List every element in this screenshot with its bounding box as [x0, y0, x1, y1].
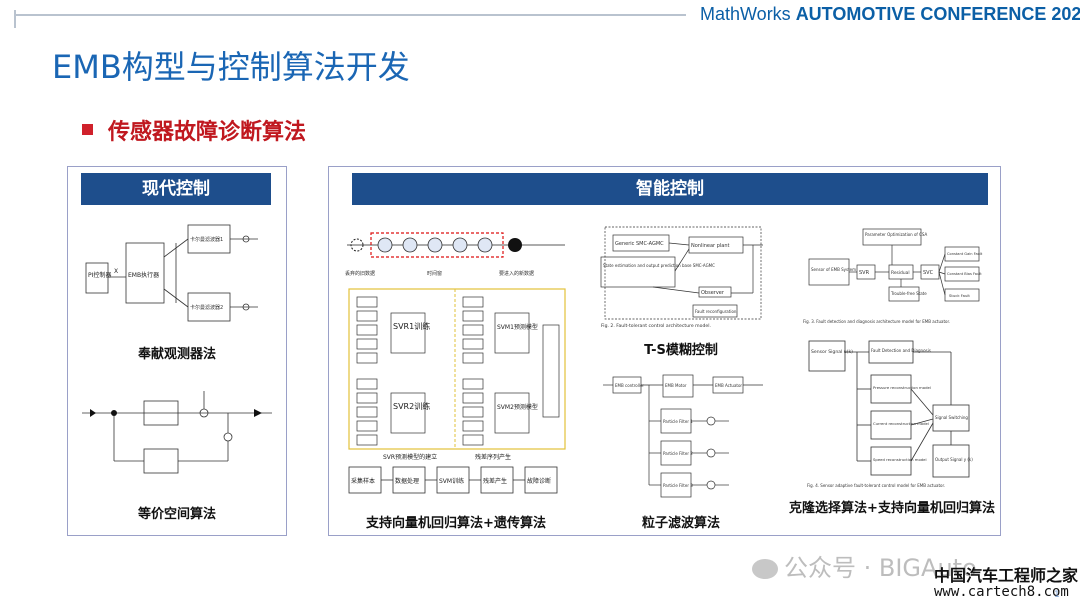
page-number: 1	[1054, 590, 1060, 600]
residual-gen-label: 残差序列产生	[475, 453, 511, 461]
window-label: 时间窗	[427, 270, 442, 277]
svr1-label: SVR1训练	[393, 321, 430, 331]
aftc-output-label: Output Signal y (k)	[935, 457, 973, 462]
input-x-label: X	[114, 268, 118, 275]
method-equivalent-space: 等价空间算法	[137, 507, 216, 522]
aftc-switching-label: Signal Switching	[935, 415, 968, 420]
intelligent-control-panel: 智能控制 丢弃的旧数据 时间窗 要进入的新数据	[328, 166, 1001, 536]
csa-residual-label: Residual	[891, 270, 910, 276]
aftc-caption: Fig. 4. Sensor adaptive fault-tolerant c…	[807, 483, 945, 488]
ts-fuzzy-diagram: Generic SMC-AGMC State estimation and ou…	[593, 223, 769, 329]
csa-sensor-label: Sensor of EMB System	[811, 267, 856, 272]
csa-svc-label: SVC	[923, 270, 934, 276]
emb-label: EMB执行器	[128, 271, 159, 279]
aftc-fdd-label: Fault Detection and Diagnosis	[871, 348, 931, 353]
conference-header: MathWorks AUTOMOTIVE CONFERENCE 2024	[700, 4, 1080, 25]
aftc-sensor-label: Sensor Signal u(k)	[811, 349, 853, 355]
kf1-label: 卡尔曼滤波器1	[190, 236, 223, 243]
pf-filter-1-label: Particle Filter 1	[663, 419, 693, 424]
conference-prefix: MathWorks	[700, 4, 796, 24]
modern-control-panel: 现代控制 PI控制器 EMB执行器 卡尔曼滤波器1 卡尔曼滤波器2 X	[67, 166, 287, 536]
slide-subtitle: 传感器故障诊断算法	[108, 120, 307, 145]
csa-caption: Fig. 3. Fault detection and diagnosis ar…	[803, 319, 950, 324]
aftc-speed-label: Speed reconstruction model	[873, 457, 927, 462]
csa-svr-label: SVR	[859, 270, 870, 276]
observer-diagram: PI控制器 EMB执行器 卡尔曼滤波器1 卡尔曼滤波器2 X	[80, 219, 274, 327]
pid-label: PI控制器	[88, 271, 111, 279]
svm1-label: SVM1预测模型	[497, 323, 538, 331]
site-name-watermark: 中国汽车工程师之家	[934, 566, 1079, 585]
ts-fault-reconf-label: Fault reconfiguration	[695, 309, 737, 314]
csa-diagnosis-diagram: Parameter Optimization of CSA Sensor of …	[801, 223, 983, 331]
bullet-square-icon	[82, 124, 93, 135]
method-csa-svr: 克隆选择算法+支持向量机回归算法	[789, 501, 995, 516]
method-particle-filter: 粒子滤波算法	[641, 516, 720, 531]
step-svm: SVM训练	[439, 477, 464, 485]
csa-fault-bias: Constant Bias Fault	[947, 272, 982, 276]
csa-trouble-free-label: Trouble-free State	[890, 291, 927, 296]
new-data-label: 要进入的新数据	[499, 270, 534, 277]
pf-actuator-label: EMB Actuator	[715, 383, 742, 388]
method-observer: 奉献观测器法	[137, 347, 216, 362]
method-ts-fuzzy: T-S模糊控制	[644, 343, 718, 358]
step-residual: 残差产生	[483, 477, 507, 485]
wechat-icon	[752, 559, 778, 579]
site-url-watermark: www.cartech8.com	[934, 584, 1069, 600]
method-svr-ga: 支持向量机回归算法+遗传算法	[366, 516, 546, 531]
svr2-label: SVR2训练	[393, 401, 430, 411]
pf-filter-2-label: Particle Filter 2	[663, 451, 693, 456]
wechat-watermark: 公众号 · BIGAuto	[752, 548, 977, 583]
ts-caption: Fig. 2. Fault-tolerant control architect…	[601, 323, 711, 329]
ts-observer-label: Observer	[701, 290, 725, 296]
equivalent-space-diagram	[78, 381, 276, 479]
aftc-current-label: Current reconstruction model	[873, 421, 929, 426]
ts-generic-label: Generic SMC-AGMC	[615, 241, 664, 247]
svm2-label: SVM2预测模型	[497, 403, 538, 411]
modern-control-heading: 现代控制	[81, 173, 271, 205]
adaptive-ftc-diagram: Sensor Signal u(k) Fault Detection and D…	[803, 335, 981, 493]
intelligent-control-heading: 智能控制	[352, 173, 988, 205]
step-collect: 采集样本	[351, 477, 375, 485]
particle-filter-diagram: EMB controller EMB Motor EMB Actuator Pa…	[599, 369, 767, 503]
pf-motor-label: EMB Motor	[665, 383, 687, 388]
step-diagnosis: 故障诊断	[527, 477, 551, 485]
csa-param-label: Parameter Optimization of CSA	[865, 232, 927, 237]
ts-nonlinear-label: Nonlinear plant	[691, 243, 729, 249]
aftc-pressure-label: Pressure reconstruction model	[873, 385, 931, 390]
kf2-label: 卡尔曼滤波器2	[190, 304, 223, 311]
step-process: 数据处理	[395, 477, 419, 485]
pf-filter-3-label: Particle Filter 3	[663, 483, 693, 488]
slide-title: EMB构型与控制算法开发	[52, 48, 410, 86]
header-rule	[14, 10, 686, 28]
discarded-label: 丢弃的旧数据	[345, 270, 375, 277]
csa-fault-stuck: Stuck Fault	[949, 293, 970, 298]
conference-name: AUTOMOTIVE CONFERENCE 2024	[795, 4, 1080, 24]
pf-controller-label: EMB controller	[615, 383, 644, 388]
ts-state-est-label: State estimation and output prediction b…	[603, 263, 715, 268]
model-build-label: SVR预测模型的建立	[383, 453, 437, 461]
csa-fault-gain: Constant Gain Fault	[947, 252, 983, 256]
svr-ga-diagram: 丢弃的旧数据 时间窗 要进入的新数据	[343, 217, 569, 497]
